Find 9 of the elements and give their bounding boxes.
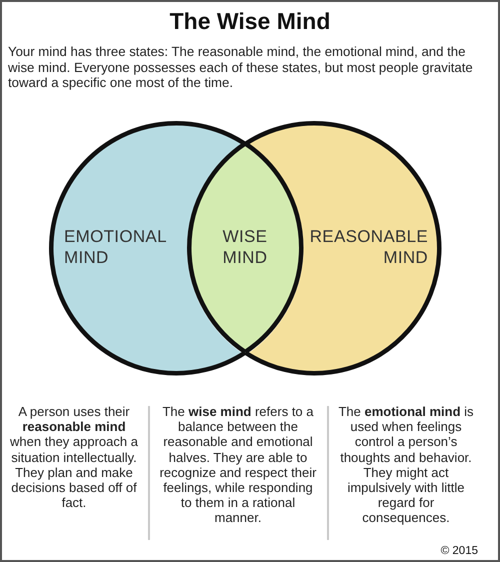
description-text: A person uses their reasonable mind when they approach a situation intellectually. They plan and make decisions based off of fact.: [9, 404, 139, 510]
description-text: The emotional mind is used when feelings control a person’s thoughts and behavior. They might act impulsively with little regard for consequences.: [338, 404, 474, 526]
description-text: The wise mind refers to a balance between the reasonable and emotional halves. They are able to recognize and respect their feelings, while responding to them in a rational manner.: [158, 404, 318, 526]
region-label: EMOTIONAL MIND: [64, 226, 166, 268]
title: The Wise Mind: [170, 8, 330, 35]
intro-paragraph: Your mind has three states: The reasonable mind, the emotional mind, and the wise mind. Everyone possesses each of these states, but most people gravitate toward a specific one most of the time.: [8, 44, 474, 90]
copyright-note: © 2015: [440, 544, 478, 558]
region-label: WISE MIND: [222, 226, 268, 268]
region-label: REASONABLE MIND: [310, 226, 428, 268]
